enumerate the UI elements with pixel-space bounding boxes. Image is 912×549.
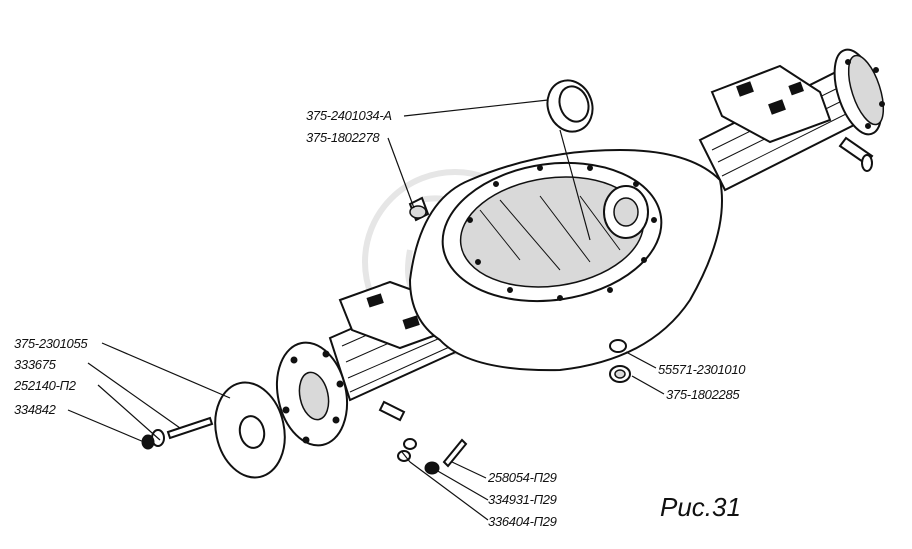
bracket-bolt-set [397,438,468,475]
label-axle-housing: 55571-2301010 [658,362,746,377]
oil-seal [546,79,594,133]
left-axle-tube [276,280,462,447]
figure-caption: Рис.31 [660,492,741,522]
label-bracket-washer: 336404-П29 [488,514,557,529]
label-bracket-bolt: 258054-П29 [487,470,557,485]
label-bolt: 333675 [14,357,57,372]
label-filler-plug: 375-1802278 [306,130,380,145]
axle-housing-body [408,148,723,372]
label-drain-plug: 375-1802285 [666,387,740,402]
filler-plug [408,196,430,222]
part-labels: 375-2401034-А 375-1802278 375-2301055 33… [13,108,747,529]
label-nut: 334842 [14,402,57,417]
right-axle-tube [698,48,885,192]
leader-lines [67,99,665,521]
label-washer: 252140-П2 [13,378,77,393]
gasket-disc [214,381,286,479]
drain-plug [609,365,631,383]
label-bracket-nut: 334931-П29 [488,492,557,507]
label-gasket-disc: 375-2301055 [14,336,88,351]
label-oil-seal: 375-2401034-А [306,108,392,123]
